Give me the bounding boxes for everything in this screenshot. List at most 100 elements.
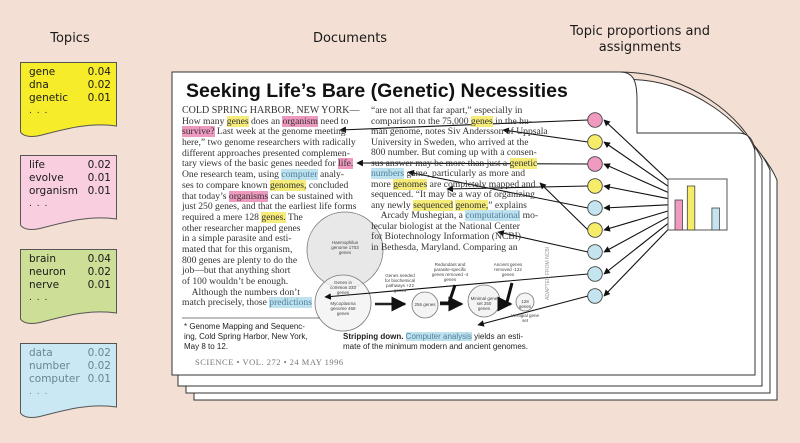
document-line: in Bethesda, Maryland. Comparing an [371, 242, 548, 254]
topic-word: brain [29, 253, 56, 265]
topic-word-probability: 0.04 [87, 253, 111, 265]
text-run: other researcher mapped genes [182, 222, 301, 234]
word-assignment-arrow [477, 295, 589, 327]
topic-word: data [29, 347, 53, 359]
document-line: mated that for this organism, [182, 243, 360, 256]
word-assignment-arrow [339, 119, 589, 134]
document-line: Although the numbers don’t [182, 286, 360, 299]
topic-assignments [587, 112, 728, 304]
topic-word: number [29, 360, 70, 372]
proportion-arrow [603, 183, 669, 200]
text-run: of 100 wouldn’t be enough. [182, 276, 289, 287]
topic-word: genetic [29, 92, 69, 104]
mycoplasma-label: Mycoplasma genome 468 genes [330, 301, 356, 316]
highlighted-word: genes [470, 115, 493, 127]
text-run: in a simple parasite and esti- [182, 233, 292, 245]
document-line: job—but that anything short [182, 265, 360, 277]
topic-card-shape [20, 249, 117, 324]
gene256-circle [411, 291, 439, 319]
topic-assignment-circle [587, 178, 603, 194]
topic-word-row: data 0.02 [29, 347, 111, 360]
histogram-bar [686, 185, 696, 231]
text-run: any newly [371, 199, 414, 211]
gene128-label: 128 genes [518, 299, 532, 309]
document-line: How many genes does an organism need to [182, 115, 360, 128]
topic-word-probability: 0.02 [87, 159, 111, 171]
document-line: 800 number. But coming up with a consen- [371, 147, 548, 159]
document-line: just 250 genes, and that the earliest li… [182, 201, 360, 213]
text-run: that today’s [182, 190, 229, 202]
proportions-heading: Topic proportions and assignments [560, 24, 720, 56]
topic-word-probability: 0.01 [87, 279, 111, 291]
text-run: mo- [520, 210, 539, 221]
topic-word: organism [29, 185, 78, 197]
topic-word: dna [29, 79, 49, 91]
highlighted-word: survive? [182, 126, 215, 138]
topic-word-probability: 0.02 [87, 79, 111, 91]
figure-bend-arrow [500, 282, 514, 304]
text-run: for Biotechnology Information (NCBI) [371, 231, 522, 242]
text-run: How many [182, 115, 227, 127]
topic-assignment-circle [587, 244, 603, 260]
figure-caption: Stripping down. Computer analysis yields… [343, 332, 528, 352]
text-run: match precisely, those [182, 297, 270, 309]
word-assignment-arrow [324, 273, 589, 300]
footnote-line: * Genome Mapping and Sequenc- [184, 322, 305, 331]
text-run: concluded [306, 179, 349, 191]
footnote-line: ing, Cold Spring Harbor, New York, [184, 332, 308, 341]
text-run: does an [248, 115, 283, 127]
document-title: Seeking Life’s Bare (Genetic) Necessitie… [186, 80, 568, 102]
document-line: required a mere 128 genes. The [182, 211, 360, 224]
minimal-label: Minimal gene set 250 genes [470, 296, 498, 311]
word-assignment-arrow [446, 185, 589, 193]
documents-heading: Documents [312, 31, 388, 46]
text-run: 800 number. But coming up with a consen- [371, 147, 537, 158]
document-line: for Biotechnology Information (NCBI) [371, 231, 548, 243]
text-run: 800 genes are plenty to do the [182, 254, 298, 266]
topic-word-probability: 0.01 [87, 373, 111, 385]
journal-footer: SCIENCE • VOL. 272 • 24 MAY 1996 [195, 357, 344, 367]
proportion-arrow [603, 204, 669, 211]
highlighted-word: computer [281, 169, 318, 181]
text-run: more [371, 178, 394, 190]
document-line: 800 genes are plenty to do the [182, 254, 360, 267]
text-run: need to [318, 115, 349, 127]
word-assignment-arrow [407, 169, 589, 209]
document-line: ses to compare known genomes, concluded [182, 179, 360, 192]
dateline: COLD SPRING HARBOR, NEW YORK— [182, 105, 360, 116]
topic-card-shape [20, 62, 117, 137]
highlighted-word: life. [338, 158, 354, 170]
topic-word-probability: 0.02 [87, 347, 111, 359]
proportion-arrow [603, 119, 669, 181]
proportion-arrow [603, 222, 669, 275]
topic-word-probability: 0.02 [87, 266, 111, 278]
document-line: other researcher mapped genes [182, 222, 360, 235]
document-line: that today’s organisms can be sustained … [182, 190, 360, 203]
redundant-label: Redundant and parasite-specific genes re… [431, 262, 469, 282]
caption-rest: yields an esti- [471, 332, 524, 341]
caption-bold: Stripping down. [343, 332, 404, 341]
document-line: comparison to the 75,000 genes in the hu… [371, 115, 548, 128]
highlighted-word: predictions [269, 297, 312, 309]
topic-assignment-circle [587, 112, 603, 128]
proportion-arrow [603, 163, 669, 193]
proportion-arrow [603, 210, 669, 232]
topic-assignment-circle [587, 200, 603, 216]
needed-label: Genes needed for biochemical pathways +2… [384, 273, 416, 293]
histogram-bar [711, 207, 720, 231]
highlighted-word: organisms [228, 190, 269, 202]
highlighted-word: sequenced [413, 199, 454, 211]
highlighted-word: genomes [393, 178, 428, 190]
text-run: Although the numbers don’t [182, 286, 300, 298]
vestigial-label: Vestigial gene set [510, 313, 540, 323]
proportions-heading-line1: Topic proportions and [570, 24, 710, 39]
highlighted-word: genome, [455, 199, 489, 211]
text-run: sequenced. “It may be a way of organizin… [371, 189, 535, 200]
text-run: mated that for this organism, [182, 243, 293, 255]
footnote: * Genome Mapping and Sequenc- ing, Cold … [184, 322, 308, 352]
